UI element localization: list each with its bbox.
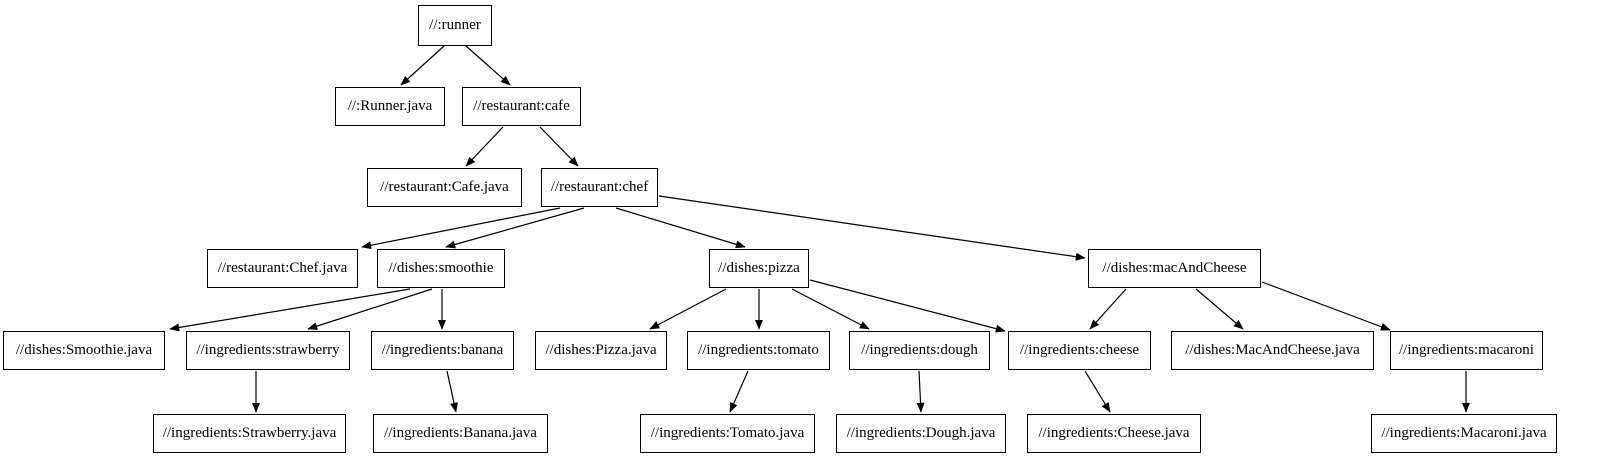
graph-node-label: //dishes:pizza: [718, 260, 800, 276]
graph-node-label: //:runner: [429, 17, 481, 33]
graph-node-label: //ingredients:macaroni: [1399, 342, 1534, 358]
graph-node-label: //dishes:smoothie: [388, 260, 494, 276]
graph-node-label: //restaurant:cafe: [473, 98, 570, 114]
graph-node-label: //ingredients:banana: [381, 342, 504, 358]
graph-node-strawberry[interactable]: //ingredients:strawberry: [186, 331, 350, 370]
graph-node-label: //ingredients:Tomato.java: [650, 425, 805, 441]
graph-node-label: //dishes:macAndCheese: [1102, 260, 1247, 276]
graph-node-label: //ingredients:Banana.java: [384, 425, 537, 441]
graph-node-dough[interactable]: //ingredients:dough: [849, 331, 990, 370]
graph-node-cheese_java[interactable]: //ingredients:Cheese.java: [1027, 414, 1201, 453]
graph-node-label: //restaurant:Cafe.java: [380, 179, 509, 195]
graph-node-tomato_java[interactable]: //ingredients:Tomato.java: [640, 414, 815, 453]
graph-node-label: //dishes:Pizza.java: [545, 342, 657, 358]
graph-node-tomato[interactable]: //ingredients:tomato: [687, 331, 830, 370]
graph-node-cafe[interactable]: //restaurant:cafe: [462, 87, 581, 126]
graph-node-chef[interactable]: //restaurant:chef: [541, 168, 658, 207]
graph-node-runner[interactable]: //:runner: [418, 5, 492, 46]
graph-node-label: //ingredients:dough: [861, 342, 978, 358]
graph-node-label: //ingredients:Dough.java: [846, 425, 996, 441]
graph-node-mac_and_cheese[interactable]: //dishes:macAndCheese: [1088, 249, 1261, 288]
graph-node-label: //:Runner.java: [347, 98, 433, 114]
graph-node-label: //restaurant:chef: [550, 179, 649, 195]
graph-node-label: //ingredients:tomato: [698, 342, 819, 358]
graph-node-label: //ingredients:Strawberry.java: [162, 425, 337, 441]
graph-node-banana_java[interactable]: //ingredients:Banana.java: [373, 414, 548, 453]
graph-node-chef_java[interactable]: //restaurant:Chef.java: [207, 249, 358, 288]
graph-node-label: //dishes:Smoothie.java: [15, 342, 153, 358]
graph-node-pizza_java[interactable]: //dishes:Pizza.java: [535, 331, 667, 370]
graph-node-label: //restaurant:Chef.java: [217, 260, 348, 276]
graph-node-cafe_java[interactable]: //restaurant:Cafe.java: [367, 168, 522, 207]
graph-node-label: //dishes:MacAndCheese.java: [1185, 342, 1360, 358]
graph-node-smoothie[interactable]: //dishes:smoothie: [377, 249, 505, 288]
graph-node-mac_and_cheese_java[interactable]: //dishes:MacAndCheese.java: [1171, 331, 1374, 370]
graph-node-macaroni[interactable]: //ingredients:macaroni: [1390, 331, 1543, 370]
graph-node-cheese[interactable]: //ingredients:cheese: [1008, 331, 1151, 370]
graph-node-smoothie_java[interactable]: //dishes:Smoothie.java: [3, 331, 165, 370]
graph-node-label: //ingredients:strawberry: [196, 342, 340, 358]
graph-node-label: //ingredients:Cheese.java: [1038, 425, 1190, 441]
graph-node-dough_java[interactable]: //ingredients:Dough.java: [836, 414, 1006, 453]
graph-node-macaroni_java[interactable]: //ingredients:Macaroni.java: [1371, 414, 1557, 453]
graph-node-label: //ingredients:cheese: [1019, 342, 1140, 358]
graph-node-runner_java[interactable]: //:Runner.java: [335, 87, 445, 126]
graph-node-banana[interactable]: //ingredients:banana: [371, 331, 514, 370]
graph-node-strawberry_java[interactable]: //ingredients:Strawberry.java: [153, 414, 346, 453]
graph-node-label: //ingredients:Macaroni.java: [1381, 425, 1547, 441]
graph-node-pizza[interactable]: //dishes:pizza: [709, 249, 809, 288]
